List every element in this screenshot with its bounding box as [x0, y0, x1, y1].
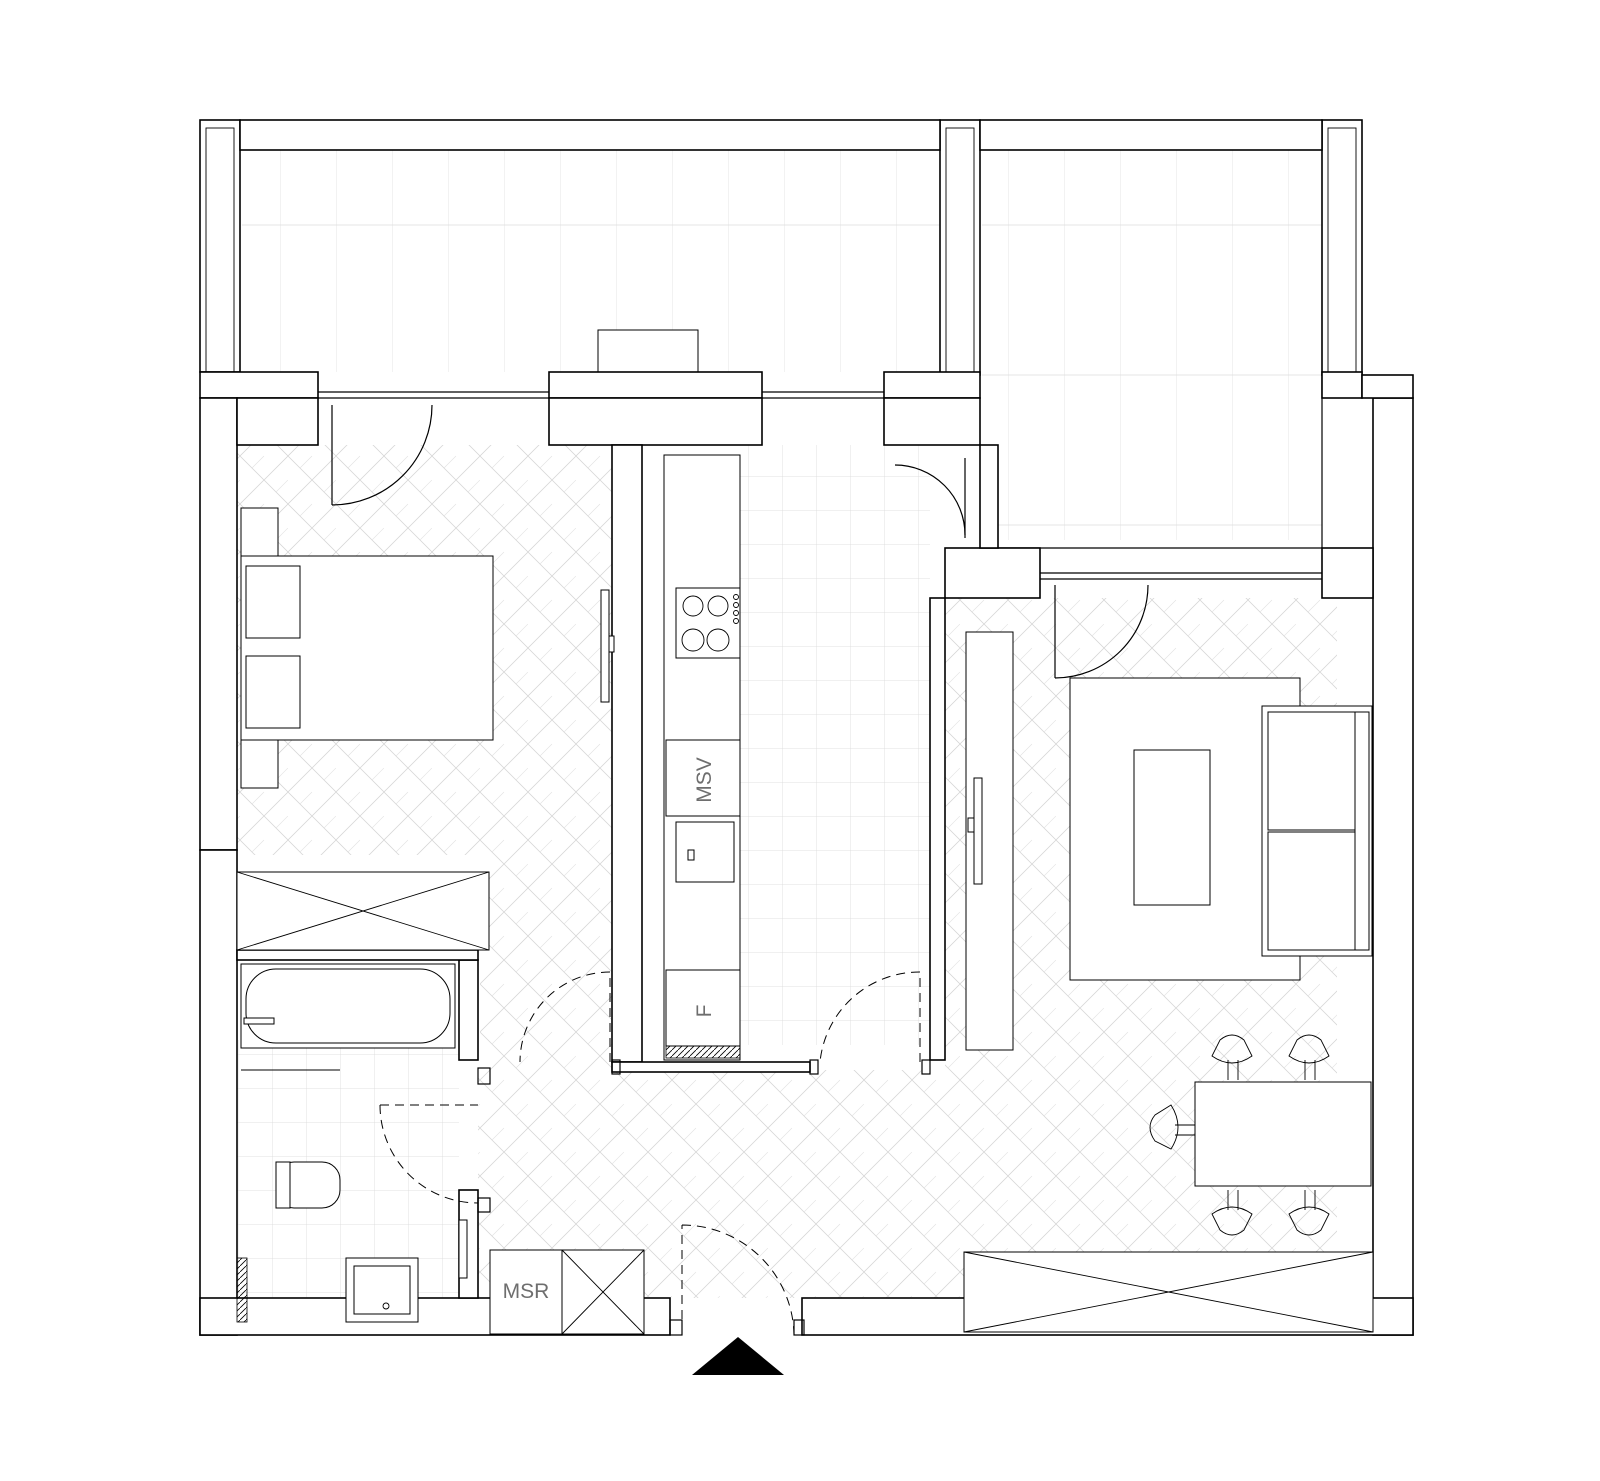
bedroom-tv	[600, 589, 610, 703]
msr-label: MSR	[503, 1280, 550, 1303]
wall-living-top-left	[944, 547, 1041, 599]
wall-top-right-block	[883, 397, 981, 446]
living-balcony-door[interactable]	[1054, 584, 1149, 679]
wall-top-right	[883, 371, 981, 399]
kitchen: MSV F	[519, 454, 966, 1075]
bathroom-floor	[237, 1040, 459, 1298]
msv-unit	[665, 739, 741, 817]
burner-2	[707, 595, 729, 617]
bedroom-balcony-door[interactable]	[331, 404, 433, 506]
wall-top-middle	[548, 371, 763, 399]
tv-console	[965, 631, 1014, 1051]
dining-chair-3	[1211, 1190, 1253, 1236]
pillow-top	[245, 565, 301, 639]
bath-faucet	[243, 1017, 275, 1025]
pillow-bottom	[245, 655, 301, 729]
cooktop	[675, 587, 741, 659]
dining-chair-2	[1288, 1034, 1330, 1080]
living-tv	[973, 777, 983, 885]
dining-table	[1194, 1081, 1372, 1187]
bathroom	[236, 963, 491, 1323]
sink	[675, 821, 735, 883]
coffee-table	[1133, 749, 1211, 906]
balcony-left-floor	[242, 150, 940, 372]
living-room	[963, 584, 1374, 1333]
balcony-railing-right	[979, 119, 1323, 151]
wall-bath-top	[236, 949, 479, 961]
burner-3	[681, 628, 705, 652]
wall-bath-right	[458, 959, 479, 1061]
nightstand-bottom	[240, 739, 279, 789]
towel-rail	[458, 1219, 468, 1279]
hall-floor-upper	[480, 855, 615, 1070]
wall-kitchen-right	[929, 597, 946, 1061]
wall-bedroom-top	[236, 397, 319, 446]
walls	[199, 371, 1414, 1336]
balcony-railing-left	[239, 119, 941, 151]
kitchen-door-right[interactable]	[819, 971, 921, 1063]
wall-left-upper	[199, 397, 238, 851]
kitchen-door-left[interactable]	[519, 971, 611, 1063]
wall-kitchen-bottom	[611, 1061, 811, 1073]
balcony-bench	[597, 329, 699, 373]
balconies	[199, 119, 1363, 549]
wall-top-far-right	[1321, 371, 1363, 399]
wall-right	[1372, 397, 1414, 1336]
bedroom	[236, 404, 615, 951]
wall-top-left	[199, 371, 319, 399]
bathtub-basin	[245, 968, 451, 1044]
entrance-door[interactable]	[681, 1224, 795, 1335]
burner-1	[682, 595, 704, 617]
dining-chair-1	[1211, 1034, 1253, 1080]
balcony-right-floor	[982, 150, 1322, 540]
wall-right-top-stub	[1361, 374, 1414, 399]
wall-top-center-block	[548, 397, 763, 446]
msv-label: MSV	[693, 757, 716, 803]
balcony-right-post	[1321, 119, 1363, 376]
kitchen-floor	[730, 445, 930, 1045]
wall-bedroom-kitchen	[611, 444, 643, 1063]
sofa-back	[1354, 711, 1370, 951]
hall: MSR	[489, 1224, 805, 1375]
bathroom-door[interactable]	[379, 1104, 479, 1204]
kitchen-balcony-door[interactable]	[894, 464, 966, 536]
wall-living-top-right	[1321, 547, 1374, 599]
nightstand-top	[240, 507, 279, 557]
wall-left-lower	[199, 849, 238, 1336]
sofa-cushion-2	[1267, 831, 1356, 951]
dining-chair-4	[1288, 1190, 1330, 1236]
fridge	[665, 969, 741, 1047]
balcony-left-post	[199, 119, 241, 373]
entrance-arrow-icon	[692, 1337, 784, 1375]
sink-tap	[687, 849, 695, 861]
dining-chair-5	[1149, 1104, 1195, 1150]
burner-4	[706, 628, 730, 652]
balcony-middle-post	[939, 119, 981, 376]
sofa-cushion-1	[1267, 711, 1356, 831]
fridge-label: F	[693, 1005, 716, 1018]
